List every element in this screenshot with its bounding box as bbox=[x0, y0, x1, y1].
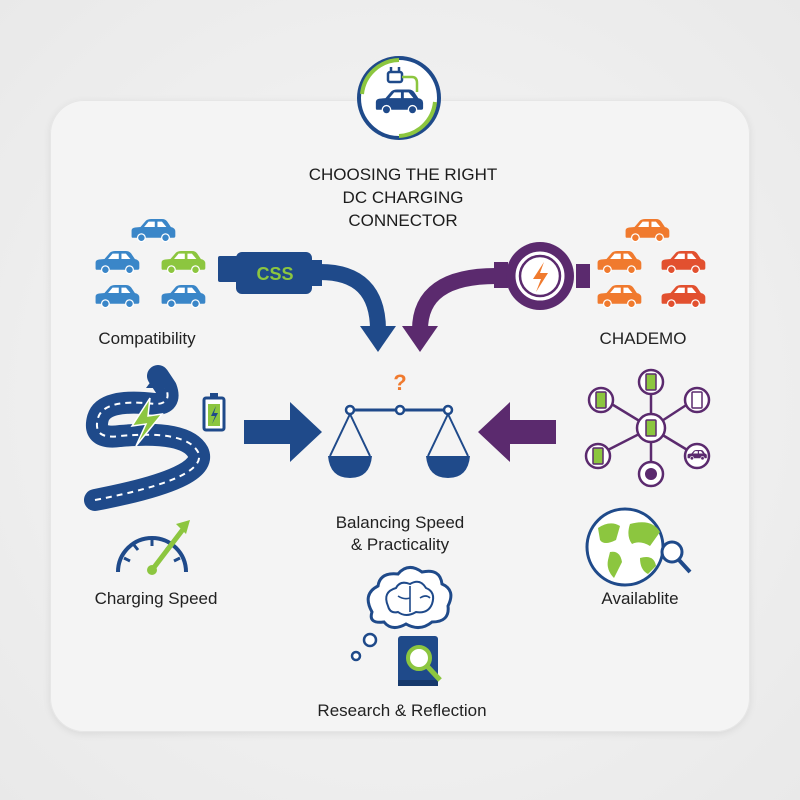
question-mark: ? bbox=[393, 370, 406, 395]
chademo-connector bbox=[494, 242, 590, 310]
css-connector: CSS bbox=[218, 252, 322, 294]
label-balance-line-1: Balancing Speed bbox=[336, 513, 465, 532]
purple-arrowhead bbox=[402, 326, 438, 352]
label-charging-speed: Charging Speed bbox=[95, 589, 218, 608]
lightning-icon bbox=[130, 397, 164, 447]
label-chademo: CHADEMO bbox=[600, 329, 687, 348]
car-cluster-right bbox=[597, 219, 706, 309]
network-node-icons bbox=[592, 373, 707, 480]
purple-curved-arrow bbox=[412, 268, 497, 331]
bolt-icon bbox=[533, 262, 548, 292]
navy-curved-arrow bbox=[319, 264, 386, 331]
speedometer-icon bbox=[116, 520, 190, 575]
ev-charging-icon bbox=[357, 56, 441, 140]
label-compatibility: Compatibility bbox=[98, 329, 196, 348]
navy-straight-arrow bbox=[244, 402, 322, 462]
navy-arrowhead bbox=[360, 326, 396, 352]
globe-icon bbox=[585, 507, 692, 587]
charging-network-icon bbox=[584, 368, 711, 488]
label-research: Research & Reflection bbox=[317, 701, 486, 720]
brain-thought-icon bbox=[350, 566, 453, 662]
css-label: CSS bbox=[256, 264, 293, 284]
battery-icon bbox=[202, 393, 226, 432]
title-line-3: CONNECTOR bbox=[348, 211, 457, 230]
label-availability: Availablite bbox=[601, 589, 678, 608]
car-cluster-left bbox=[95, 219, 206, 309]
balance-scale-icon bbox=[328, 404, 470, 478]
title-line-2: DC CHARGING bbox=[343, 188, 464, 207]
book-magnifier-icon bbox=[398, 636, 442, 686]
title-line-1: CHOOSING THE RIGHT bbox=[309, 165, 498, 184]
label-balance-line-2: & Practicality bbox=[351, 535, 450, 554]
winding-road-icon bbox=[84, 365, 210, 511]
purple-straight-arrow bbox=[478, 402, 556, 462]
